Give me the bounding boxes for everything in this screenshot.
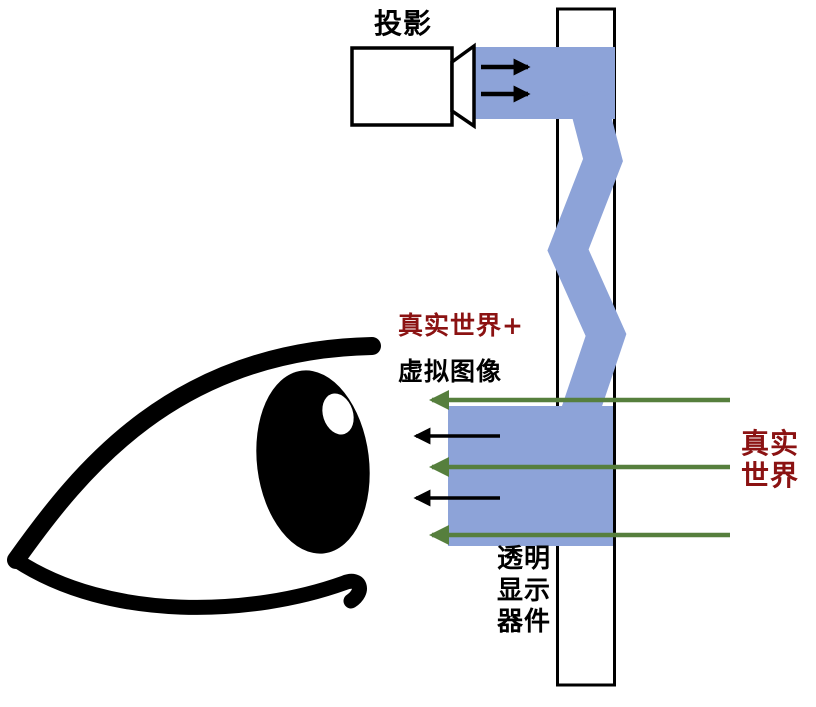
virtual-image-arrows: [413, 427, 500, 507]
projector-body: [350, 46, 454, 127]
projector-lens: [450, 42, 476, 130]
projection-beam: [448, 47, 627, 546]
eye-upper-lid: [7, 337, 381, 569]
display-device-label: 透明 显示 器件: [486, 544, 562, 639]
beam-waveguide-zigzag: [547, 90, 627, 419]
display-device-label-line2: 显示: [496, 575, 551, 606]
projector-label: 投影: [373, 7, 432, 40]
virtual-image-label: 虚拟图像: [398, 357, 503, 386]
eye-lower-lid: [8, 552, 367, 615]
display-device-label-line3: 器件: [496, 607, 551, 638]
real-world-label: 真实 世界: [728, 427, 812, 493]
real-world-plus-label: 真实世界+: [398, 311, 524, 340]
eye-iris: [256, 370, 370, 554]
eye-icon: [7, 337, 381, 615]
real-world-arrows: [429, 390, 730, 545]
real-world-label-line2: 世界: [740, 459, 799, 493]
real-world-label-line1: 真实: [740, 427, 799, 460]
projector-icon: [350, 42, 476, 130]
display-device-label-line1: 透明: [496, 544, 551, 574]
eye-highlight: [322, 393, 354, 435]
beam-output-segment: [448, 406, 613, 546]
projector-arrows: [481, 58, 531, 103]
